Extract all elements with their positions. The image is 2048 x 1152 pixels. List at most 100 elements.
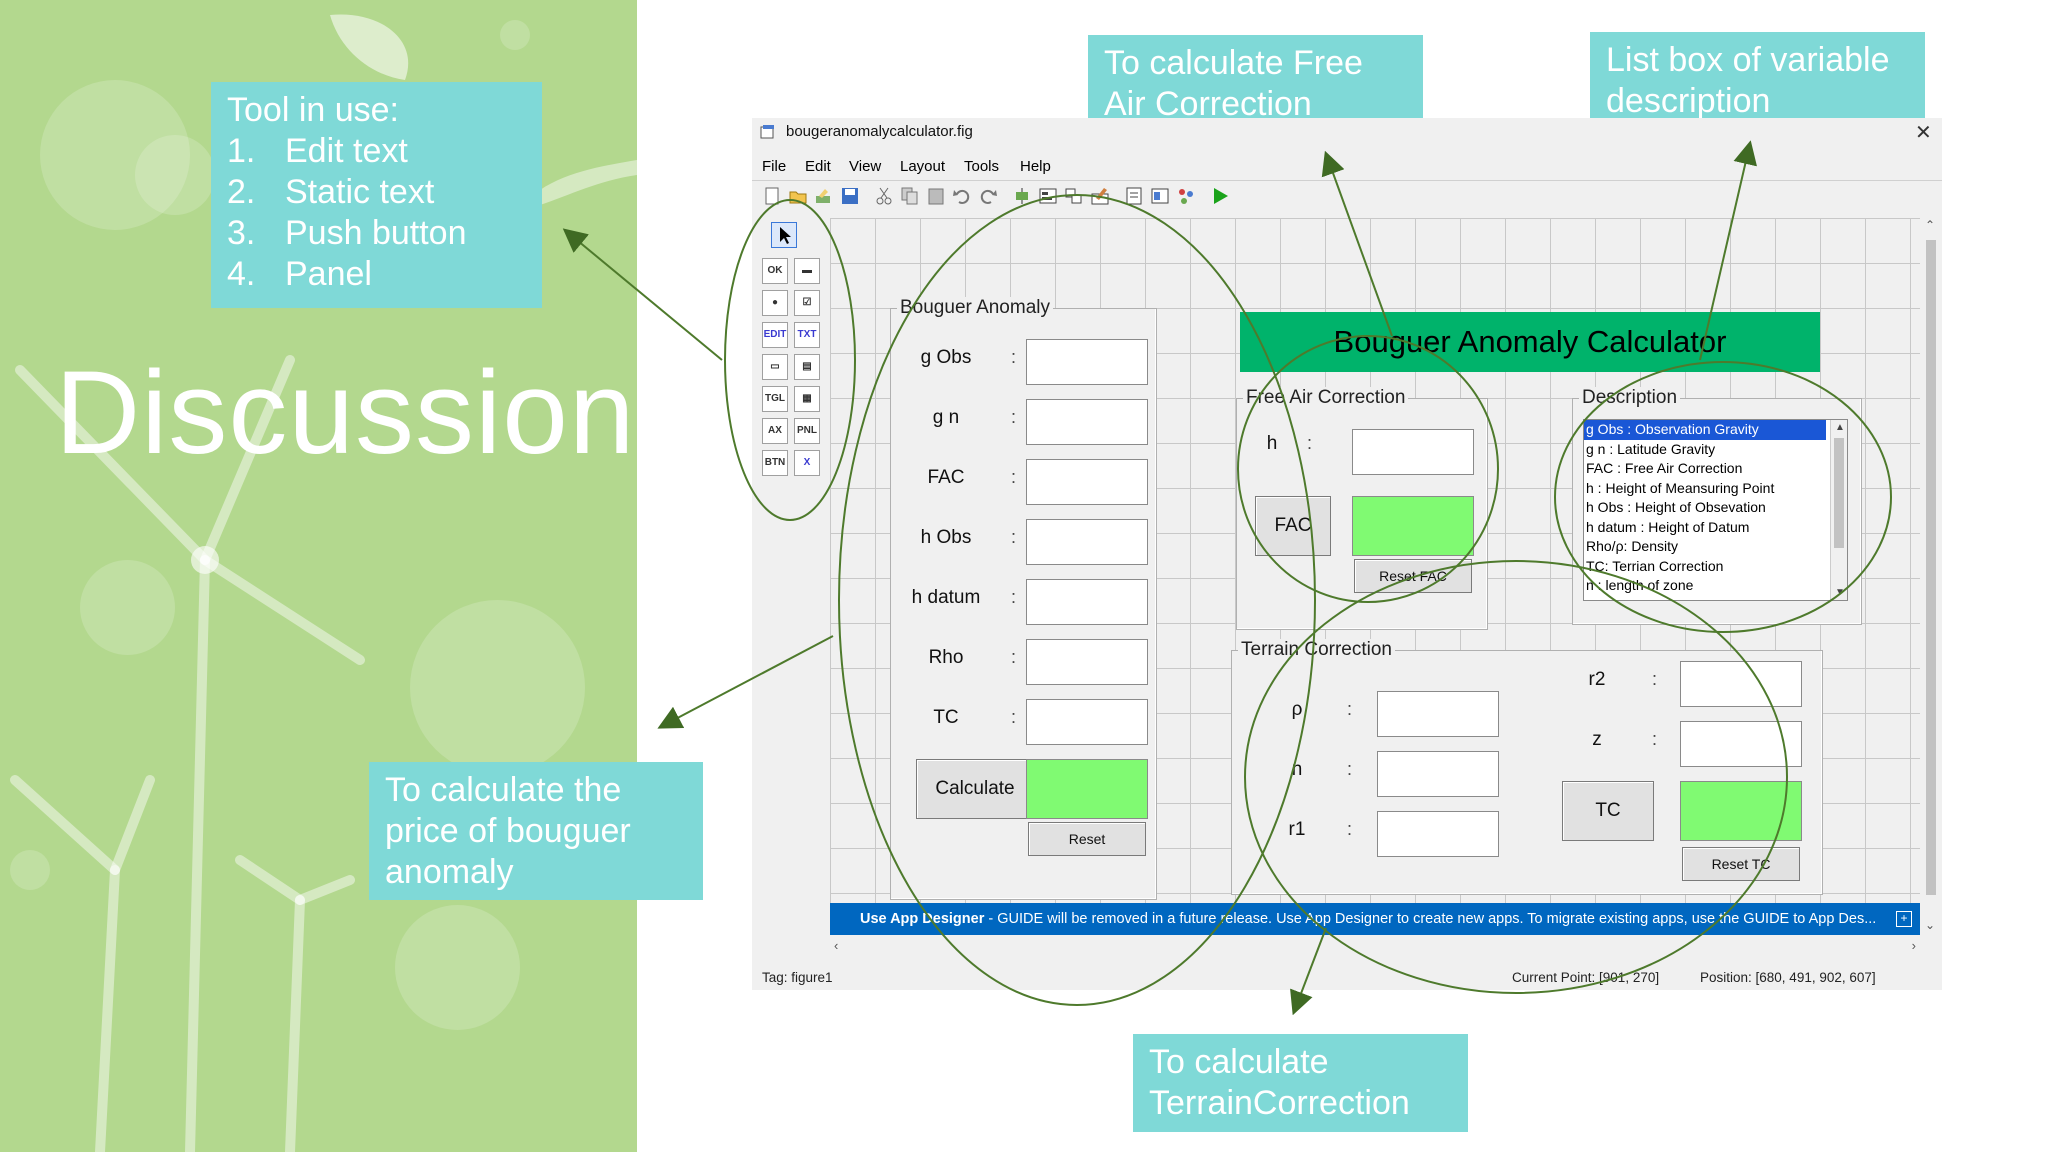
menu-help[interactable]: Help: [1020, 158, 1051, 175]
menu-file[interactable]: File: [762, 158, 787, 175]
edit-text-tool[interactable]: EDIT: [762, 322, 788, 348]
property-inspector-icon[interactable]: [1150, 186, 1170, 206]
toggle-button-tool[interactable]: TGL: [762, 386, 788, 412]
list-item[interactable]: h Obs : Height of Obsevation: [1586, 499, 1766, 515]
g-obs-input[interactable]: [1026, 339, 1148, 385]
paste-icon[interactable]: [926, 186, 946, 206]
object-browser-icon[interactable]: [1176, 186, 1196, 206]
list-item[interactable]: Rho/ρ: Density: [1586, 538, 1678, 554]
window-title: bougeranomalycalculator.fig: [786, 123, 973, 140]
rho-input[interactable]: [1026, 639, 1148, 685]
scroll-down-icon[interactable]: ▼: [1835, 587, 1845, 598]
reset-tc-button[interactable]: Reset TC: [1682, 847, 1800, 881]
g-n-input[interactable]: [1026, 399, 1148, 445]
bouguer-price-callout: To calculate the price of bouguer anomal…: [369, 762, 703, 900]
panel-tool[interactable]: PNL: [794, 418, 820, 444]
select-arrow-icon[interactable]: [771, 222, 797, 248]
list-item[interactable]: TC: Terrian Correction: [1586, 557, 1724, 574]
bouguer-anomaly-panel[interactable]: Bouguer Anomaly g Obs : g n : FAC : h Ob…: [890, 297, 1157, 900]
close-icon[interactable]: ✕: [1915, 122, 1932, 144]
terrain-panel-title: Terrain Correction: [1238, 639, 1395, 661]
colon: :: [1011, 707, 1017, 727]
h-input[interactable]: [1352, 429, 1474, 475]
status-tag: Tag: figure1: [762, 970, 833, 985]
copy-icon[interactable]: [900, 186, 920, 206]
list-item[interactable]: h datum : Height of Datum: [1586, 518, 1750, 535]
table-tool[interactable]: ▦: [794, 386, 820, 412]
slide-heading: Discussion: [55, 347, 636, 479]
n-input[interactable]: [1377, 751, 1499, 797]
terrain-correction-panel[interactable]: Terrain Correction ρ : n : r1 : r2 : z :…: [1231, 639, 1823, 895]
scroll-up-icon[interactable]: ⌃: [1925, 218, 1936, 232]
wind-turbine-decoration-icon: [10, 14, 637, 1152]
bouguer-panel-title: Bouguer Anomaly: [897, 297, 1053, 319]
axes-tool[interactable]: AX: [762, 418, 788, 444]
scroll-thumb[interactable]: [1834, 438, 1844, 548]
z-input[interactable]: [1680, 721, 1802, 767]
undo-icon[interactable]: [952, 186, 972, 206]
reset-button[interactable]: Reset: [1028, 822, 1146, 856]
new-file-icon[interactable]: [762, 186, 782, 206]
canvas-horizontal-scrollbar[interactable]: ‹ ›: [830, 938, 1920, 956]
save-icon[interactable]: [840, 186, 860, 206]
scroll-up-icon[interactable]: ▲: [1835, 422, 1845, 433]
menu-tools[interactable]: Tools: [964, 158, 1000, 175]
menu-edit[interactable]: Edit: [805, 158, 831, 175]
list-item[interactable]: g n : Latitude Gravity: [1586, 440, 1716, 457]
layout-canvas[interactable]: Bouguer Anomaly g Obs : g n : FAC : h Ob…: [830, 218, 1920, 908]
n-label: n: [1291, 759, 1303, 780]
list-item[interactable]: FAC : Free Air Correction: [1586, 460, 1743, 476]
fac-input[interactable]: [1026, 459, 1148, 505]
scroll-left-icon[interactable]: ‹: [834, 938, 839, 953]
static-text-tool[interactable]: TXT: [794, 322, 820, 348]
calculate-button[interactable]: Calculate: [916, 759, 1034, 819]
h-datum-input[interactable]: [1026, 579, 1148, 625]
tools-callout-item: 2.Static text: [227, 173, 435, 211]
checkbox-tool[interactable]: ☑: [794, 290, 820, 316]
r2-input[interactable]: [1680, 661, 1802, 707]
expand-icon[interactable]: +: [1896, 911, 1912, 927]
radio-button-tool[interactable]: ●: [762, 290, 788, 316]
tools-callout-item: 1.Edit text: [227, 132, 408, 170]
terrain-rho-input[interactable]: [1377, 691, 1499, 737]
h-obs-input[interactable]: [1026, 519, 1148, 565]
activex-tool[interactable]: X: [794, 450, 820, 476]
open-editor-icon[interactable]: [814, 186, 834, 206]
g-obs-label: g Obs: [920, 347, 972, 368]
tc-input[interactable]: [1026, 699, 1148, 745]
push-button-tool[interactable]: OK: [762, 258, 788, 284]
scroll-right-icon[interactable]: ›: [1911, 938, 1916, 953]
align-objects-icon[interactable]: [1012, 186, 1032, 206]
menu-layout[interactable]: Layout: [900, 158, 946, 175]
list-item[interactable]: h : Height of Meansuring Point: [1586, 479, 1775, 496]
canvas-vertical-scrollbar[interactable]: ⌃ ⌄: [1920, 218, 1942, 938]
redo-icon[interactable]: [978, 186, 998, 206]
r1-input[interactable]: [1377, 811, 1499, 857]
z-label: z: [1592, 729, 1602, 750]
list-item[interactable]: g Obs : Observation Gravity: [1584, 420, 1826, 440]
popup-menu-tool[interactable]: ▭: [762, 354, 788, 380]
fac-callout: To calculate Free Air Correction: [1088, 35, 1423, 133]
slider-tool[interactable]: ▬: [794, 258, 820, 284]
free-air-correction-panel[interactable]: Free Air Correction h : FAC Reset FAC: [1236, 387, 1488, 630]
scroll-thumb[interactable]: [1926, 240, 1936, 895]
editor-icon[interactable]: [1124, 186, 1144, 206]
menu-view[interactable]: View: [849, 158, 882, 175]
h-obs-label: h Obs: [920, 527, 972, 548]
banner-text: - GUIDE will be removed in a future rele…: [984, 911, 1877, 927]
guide-window: bougeranomalycalculator.fig ✕ File Edit …: [752, 118, 1942, 990]
rho-label: Rho: [928, 647, 964, 668]
listbox-scrollbar[interactable]: ▲ ▼: [1830, 420, 1847, 600]
figure-file-icon: [760, 124, 776, 140]
colon: :: [1011, 587, 1017, 607]
h-label: h: [1266, 433, 1278, 454]
fac-button[interactable]: FAC: [1255, 496, 1331, 556]
banner-bold-text: Use App Designer: [860, 911, 985, 927]
button-group-tool[interactable]: BTN: [762, 450, 788, 476]
tc-button[interactable]: TC: [1562, 781, 1654, 841]
scroll-down-icon[interactable]: ⌄: [1925, 918, 1936, 932]
listbox-tool[interactable]: ▤: [794, 354, 820, 380]
cut-icon[interactable]: [874, 186, 894, 206]
colon: :: [1347, 819, 1353, 839]
run-figure-icon[interactable]: [1210, 186, 1230, 206]
